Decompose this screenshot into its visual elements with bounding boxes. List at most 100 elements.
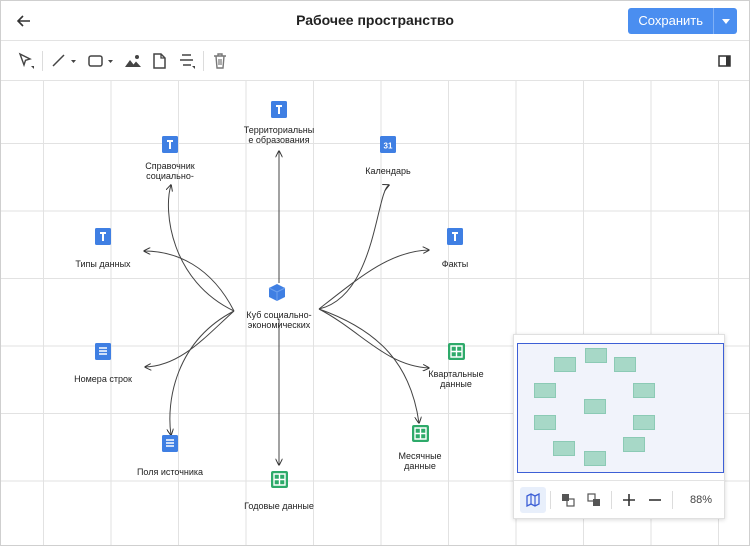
- minimap-node: [584, 451, 606, 466]
- image-tool-button[interactable]: [124, 51, 142, 71]
- delete-tool-button[interactable]: [211, 51, 229, 71]
- minimap-separator: [672, 490, 673, 509]
- minimap-separator: [550, 490, 551, 509]
- minimap-node: [554, 357, 576, 372]
- dimension-icon: [95, 228, 111, 245]
- cube-icon: [268, 284, 286, 301]
- minimap-toolbar: 88%: [514, 480, 724, 518]
- node-calendar[interactable]: 31 Календарь: [365, 136, 411, 176]
- back-button[interactable]: [13, 10, 35, 32]
- minimap-node: [585, 348, 607, 363]
- node-label: Типы данных: [75, 259, 131, 269]
- plus-icon: [623, 493, 635, 506]
- node-label: Месячные: [398, 451, 441, 461]
- dimension-icon: [271, 101, 287, 118]
- toolbar: [1, 41, 749, 81]
- diagram-canvas[interactable]: Куб социально- экономических Территориал…: [1, 81, 749, 545]
- node-monthly[interactable]: Месячные данные: [398, 424, 442, 471]
- node-datatypes[interactable]: Типы данных: [75, 228, 131, 269]
- minimap-node: [623, 437, 645, 452]
- node-facts[interactable]: Факты: [442, 228, 468, 269]
- align-tool-button[interactable]: [178, 51, 196, 71]
- edge-monthly: [318, 308, 419, 423]
- minimap-viewport[interactable]: [517, 343, 724, 473]
- select-tool-button[interactable]: [17, 51, 35, 71]
- minimap-toggle-button[interactable]: [520, 486, 546, 513]
- node-sourcefields[interactable]: Поля источника: [137, 434, 203, 477]
- svg-text:31: 31: [384, 142, 393, 151]
- node-label: е образования: [248, 135, 309, 145]
- zoom-in-button[interactable]: [616, 487, 642, 513]
- arrow-left-icon: [17, 15, 30, 27]
- save-button[interactable]: Сохранить: [628, 8, 713, 34]
- node-label: Квартальные: [428, 369, 483, 379]
- minimap-node: [633, 383, 655, 398]
- edge-facts: [318, 250, 429, 310]
- save-button-group: Сохранить: [628, 8, 737, 34]
- zoom-out-button[interactable]: [642, 487, 668, 513]
- panel-toggle-button[interactable]: [717, 51, 733, 71]
- side-panel-icon: [718, 55, 731, 67]
- edge-sourcefields: [170, 310, 235, 435]
- zoom-level: 88%: [689, 493, 712, 506]
- edge-datatypes: [144, 251, 235, 312]
- node-center[interactable]: Куб социально- экономических: [246, 284, 312, 330]
- minimap-separator: [611, 490, 612, 509]
- minimap-panel: 88%: [513, 334, 725, 519]
- list-icon: [161, 434, 179, 453]
- node-label: экономических: [248, 320, 311, 330]
- node-label: Годовые данные: [244, 501, 314, 511]
- edge-rownums: [145, 310, 235, 367]
- send-backward-button[interactable]: [581, 487, 607, 513]
- minimap-node: [633, 415, 655, 430]
- document-icon: [153, 53, 166, 69]
- node-label: социально-: [146, 171, 194, 181]
- dimension-icon: [162, 136, 178, 153]
- node-territorial[interactable]: Территориальны е образования: [244, 101, 314, 145]
- node-rownums[interactable]: Номера строк: [74, 342, 132, 384]
- bring-forward-button[interactable]: [555, 487, 581, 513]
- table-icon: [411, 424, 430, 443]
- node-label: Территориальны: [244, 125, 314, 135]
- list-icon: [94, 342, 112, 361]
- send-backward-icon: [587, 492, 600, 506]
- node-label: Куб социально-: [246, 310, 311, 320]
- node-quarterly[interactable]: Квартальные данные: [428, 342, 484, 389]
- bring-forward-icon: [562, 493, 575, 507]
- toolbar-separator: [42, 51, 43, 71]
- header-bar: Рабочее пространство Сохранить: [1, 1, 749, 41]
- rectangle-icon: [88, 55, 113, 67]
- rectangle-tool-button[interactable]: [87, 51, 117, 71]
- node-label: данные: [404, 461, 436, 471]
- table-icon: [447, 342, 466, 361]
- minimap-node: [553, 441, 575, 456]
- node-yearly[interactable]: Годовые данные: [244, 470, 314, 511]
- diagram-svg: Куб социально- экономических Территориал…: [74, 101, 484, 511]
- node-label: Факты: [442, 259, 468, 269]
- node-label: Поля источника: [137, 467, 203, 477]
- node-label: данные: [440, 379, 472, 389]
- caret-down-icon: [721, 18, 730, 24]
- document-tool-button[interactable]: [150, 51, 168, 71]
- minimap-node: [584, 399, 606, 414]
- trash-icon: [214, 53, 226, 69]
- line-tool-button[interactable]: [50, 51, 78, 71]
- node-label: Справочник: [145, 161, 195, 171]
- image-icon: [125, 55, 141, 67]
- edge-calendar: [318, 185, 389, 310]
- map-icon: [526, 492, 540, 507]
- node-reference[interactable]: Справочник социально-: [145, 136, 195, 181]
- node-label: Номера строк: [74, 374, 132, 384]
- calendar-icon: 31: [380, 136, 396, 153]
- align-icon: [180, 54, 195, 69]
- edge-quarterly: [318, 308, 429, 368]
- page-title: Рабочее пространство: [296, 12, 454, 28]
- minimap-node: [614, 357, 636, 372]
- edges: [144, 151, 429, 465]
- save-dropdown-button[interactable]: [713, 8, 737, 34]
- line-icon: [52, 54, 76, 67]
- toolbar-separator: [203, 51, 204, 71]
- dimension-icon: [447, 228, 463, 245]
- edge-reference: [168, 185, 235, 312]
